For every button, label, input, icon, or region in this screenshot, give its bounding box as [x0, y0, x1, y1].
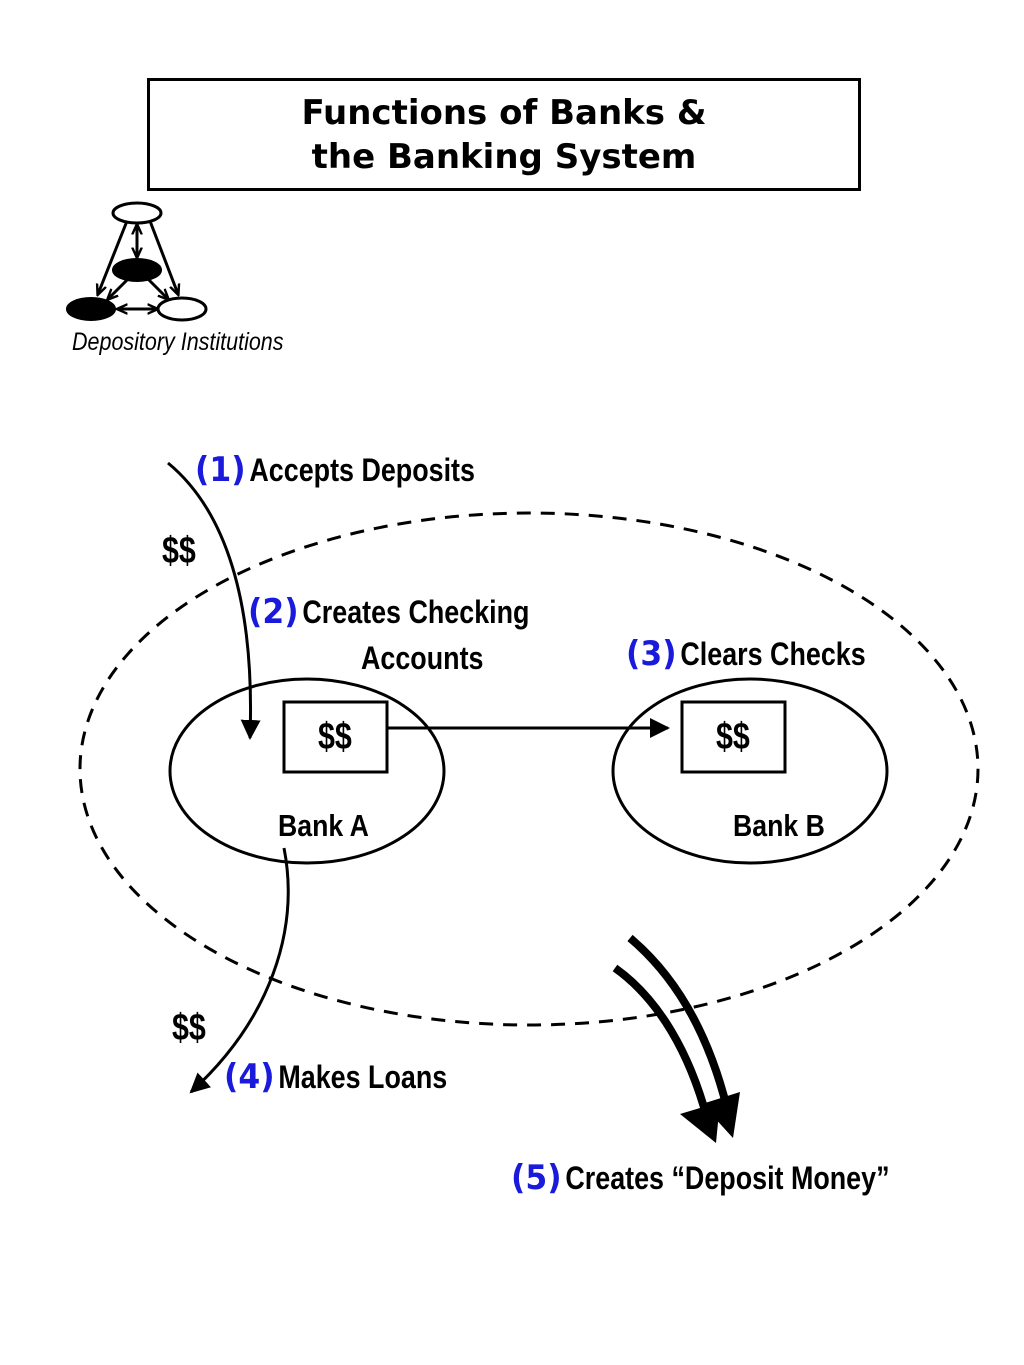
function-3-number: (3): [626, 634, 677, 674]
bank-a-account-box: [282, 700, 389, 774]
bank-a-label: Bank A: [278, 808, 369, 843]
function-1-label: (1)Accepts Deposits: [195, 451, 475, 489]
function-5-number: (5): [511, 1158, 562, 1198]
title-line-1: Functions of Banks &: [301, 92, 707, 133]
function-2-text-line-2: Accounts: [361, 640, 484, 676]
banking-system-boundary: [78, 511, 980, 1027]
bank-b-label: Bank B: [733, 808, 825, 843]
bank-a-account-amount: $$: [318, 716, 352, 758]
function-1-text: Accepts Deposits: [249, 452, 475, 488]
deposit-arrow: [167, 461, 261, 740]
function-4-label: (4)Makes Loans: [224, 1058, 447, 1096]
function-3-label: (3)Clears Checks: [626, 635, 866, 673]
loan-arrow: [189, 847, 290, 1094]
function-2-text: Creates Checking: [302, 594, 530, 630]
bank-b-circle: [611, 677, 889, 865]
deposit-money-arrows: [612, 934, 740, 1143]
title-box: Functions of Banks & the Banking System: [147, 78, 861, 191]
function-2-number: (2): [248, 592, 299, 632]
loan-money-label: $$: [172, 1007, 206, 1049]
function-1-number: (1): [195, 450, 246, 490]
title-line-2: the Banking System: [311, 136, 697, 177]
depository-institutions-network-icon: [66, 201, 208, 322]
bank-a-circle: [168, 677, 446, 865]
deposit-money-label: $$: [162, 530, 196, 572]
bank-b-account-amount: $$: [716, 716, 750, 758]
function-4-number: (4): [224, 1057, 275, 1097]
function-3-text: Clears Checks: [680, 636, 866, 672]
bank-b-account-box: [680, 700, 787, 774]
function-2-label: (2)Creates Checking: [248, 593, 529, 631]
function-5-label: (5)Creates “Deposit Money”: [511, 1159, 890, 1197]
function-4-text: Makes Loans: [278, 1059, 448, 1095]
function-5-text: Creates “Deposit Money”: [565, 1160, 890, 1196]
logo-caption: Depository Institutions: [72, 328, 284, 356]
